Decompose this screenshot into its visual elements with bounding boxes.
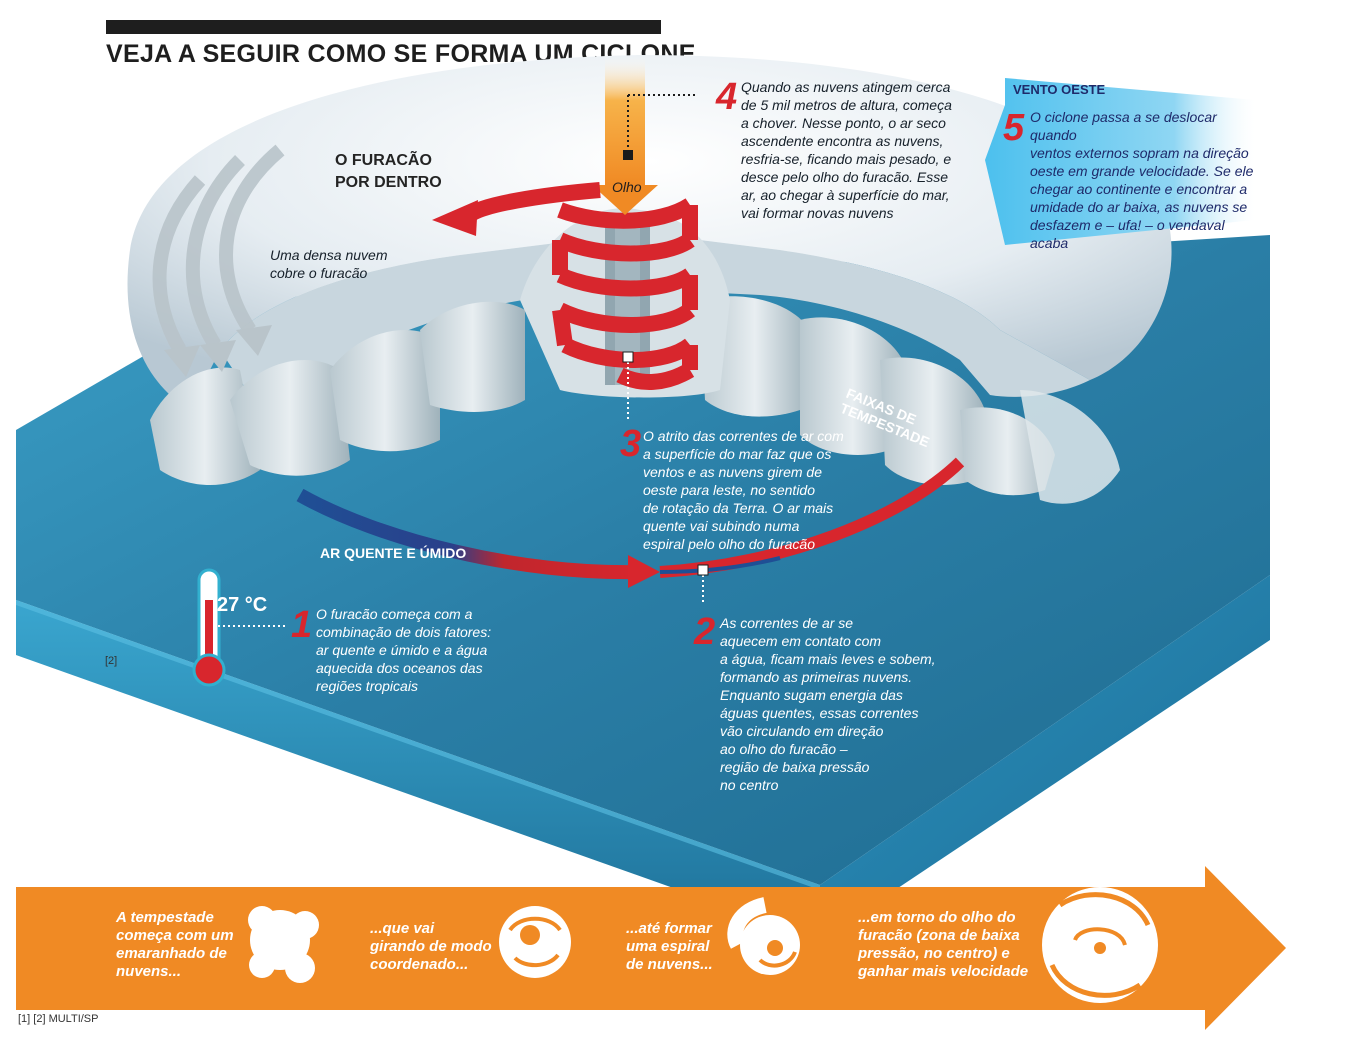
west-wind-label: VENTO OESTE [1013, 82, 1106, 97]
inside-label: O FURACÃO POR DENTRO [335, 152, 442, 191]
footer-credit: [1] [2] MULTI/SP [18, 1013, 99, 1025]
inside-arrow [432, 182, 601, 236]
warm-air-label: AR QUENTE E ÚMIDO [320, 545, 467, 561]
title-bar [106, 20, 661, 34]
image-marker: [2] [105, 655, 118, 667]
hurricane-eye-icon [1042, 887, 1158, 1003]
step-1-number: 1 [291, 604, 313, 646]
timeline-item-3: ...até formar uma espiral de nuvens... [626, 920, 713, 973]
rotating-cloud-icon [499, 906, 571, 978]
eye-spiral [552, 198, 698, 390]
timeline-arrow [16, 866, 1286, 1030]
step-4-number: 4 [716, 76, 738, 118]
timeline-item-1: A tempestade começa com um emaranhado de… [116, 909, 234, 980]
step-2-number: 2 [694, 611, 716, 653]
leader-dots [622, 351, 709, 576]
eye-label: Olho [612, 179, 642, 195]
step-3-text: O atrito das correntes de ar com a super… [643, 428, 844, 552]
eye-arrow [592, 55, 658, 215]
cloud-cluster-icon [248, 906, 319, 983]
storm-bands [150, 296, 1120, 504]
step-1-text: O furacão começa com a combinação de doi… [316, 606, 492, 694]
step-2-text: As correntes de ar se aquecem em contato… [720, 615, 936, 793]
grey-wind-arrowheads [164, 325, 272, 377]
eye-leader-dot [623, 150, 633, 160]
temperature-label: 27 °C [217, 594, 268, 616]
grey-wind-arrows [152, 144, 285, 354]
step-5-text: O ciclone passa a se deslocar quando ven… [1030, 109, 1254, 251]
step-3-number: 3 [620, 423, 642, 465]
cloud-label: Uma densa nuvem cobre o furacão [270, 247, 388, 281]
thermometer-icon [192, 568, 226, 687]
step-5-number: 5 [1003, 107, 1025, 149]
leader-lines [218, 357, 704, 627]
step-4-text: Quando as nuvens atingem cerca de 5 mil … [741, 79, 952, 221]
eye-leader [627, 94, 698, 155]
spiral-cloud-icon [727, 897, 800, 975]
west-wind-box [985, 78, 1255, 245]
timeline-item-4: ...em torno do olho do furacão (zona de … [858, 909, 1029, 980]
timeline-item-2: ...que vai girando de modo coordenado... [370, 920, 492, 973]
